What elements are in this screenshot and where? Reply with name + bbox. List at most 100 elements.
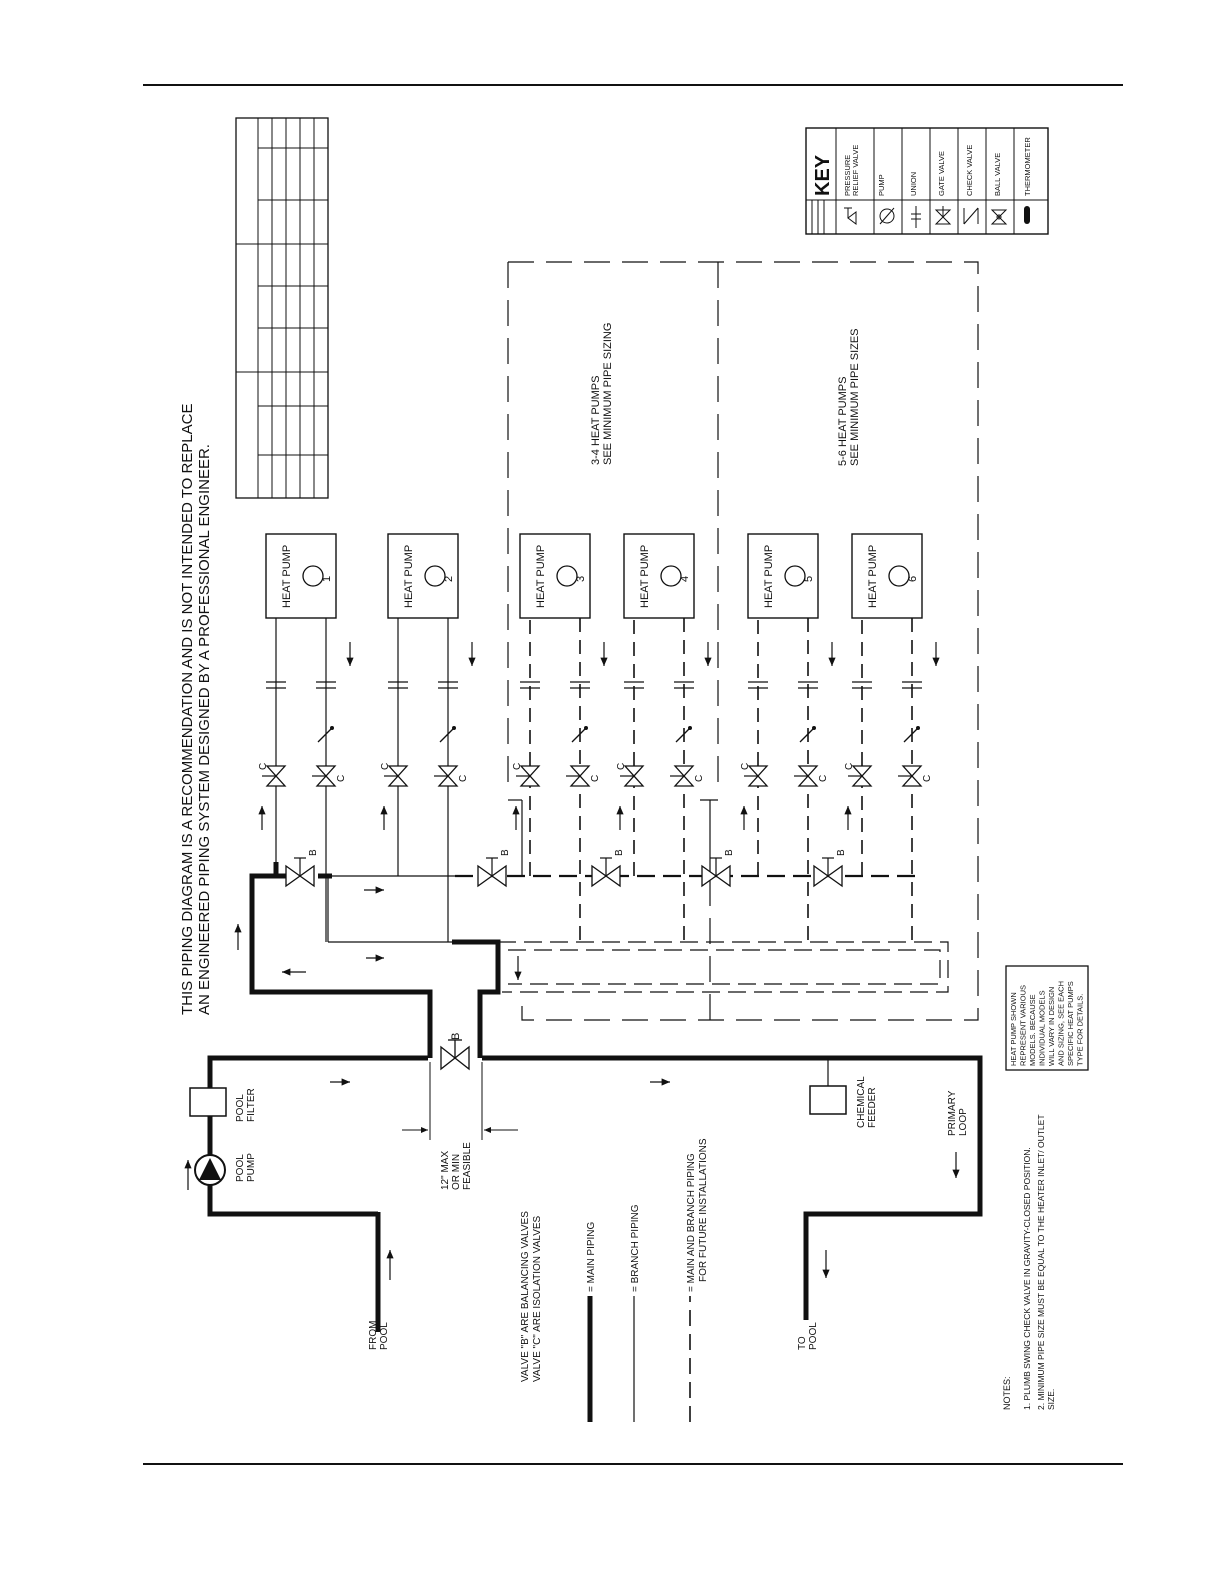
heat-pump-label: HEAT PUMP bbox=[763, 545, 775, 608]
valve-b-label: B bbox=[500, 849, 511, 856]
pool-pump-icon[interactable] bbox=[194, 1154, 226, 1186]
isolation-valve-c[interactable]: C bbox=[566, 765, 601, 787]
heat-pump-number: 6 bbox=[907, 576, 919, 582]
isolation-valve-c[interactable]: C bbox=[616, 763, 645, 787]
title-line-1: THIS PIPING DIAGRAM IS A RECOMMENDATION … bbox=[179, 404, 196, 1016]
svg-text:POOL: POOL bbox=[235, 1154, 246, 1182]
svg-text:CHECK VALVE: CHECK VALVE bbox=[965, 145, 974, 196]
bottom-rule bbox=[143, 1463, 1123, 1465]
spacing-dimension bbox=[402, 1062, 518, 1140]
branch-2: CC bbox=[380, 618, 476, 942]
key-label-4: GATE VALVE bbox=[937, 151, 946, 196]
balancing-valve-b-3[interactable]: B bbox=[591, 849, 625, 888]
svg-text:PRIMARY: PRIMARY bbox=[947, 1090, 958, 1136]
valve-c-label: C bbox=[380, 763, 391, 770]
svg-text:VALVE "C" ARE ISOLATION VALVES: VALVE "C" ARE ISOLATION VALVES bbox=[532, 1215, 543, 1382]
isolation-valve-c[interactable]: C bbox=[898, 765, 933, 787]
svg-text:UNION: UNION bbox=[909, 172, 918, 196]
valve-b-label: B bbox=[614, 849, 625, 856]
notes: NOTES: 1. PLUMB SWING CHECK VALVE IN GRA… bbox=[1002, 1114, 1056, 1410]
heat-pump-label: HEAT PUMP bbox=[867, 545, 879, 608]
balancing-valve-b-2[interactable]: B bbox=[477, 849, 511, 888]
valve-c-label: C bbox=[258, 763, 269, 770]
note-2: 2. MINIMUM PIPE SIZE MUST BE EQUAL TO TH… bbox=[1036, 1114, 1046, 1410]
balancing-valve-b-5[interactable]: B bbox=[813, 849, 847, 888]
svg-text:BALL VALVE: BALL VALVE bbox=[993, 153, 1002, 196]
flow-arrows bbox=[184, 886, 960, 1280]
future-piping-legend: = MAIN AND BRANCH PIPING FOR FUTURE INST… bbox=[686, 1138, 709, 1292]
secondary-headers bbox=[327, 799, 949, 993]
valve-c-label: C bbox=[616, 763, 627, 770]
balancing-valve-b-4[interactable]: B bbox=[701, 849, 735, 888]
note-box-line: AND SIZING, SEE EACH bbox=[1057, 981, 1066, 1066]
heat-pump-number: 4 bbox=[679, 576, 691, 582]
isolation-valve-c[interactable]: C bbox=[794, 765, 829, 787]
isolation-valve-c[interactable]: C bbox=[312, 765, 347, 787]
branch-piping-legend: = BRANCH PIPING bbox=[630, 1204, 641, 1292]
heat-pump-label: HEAT PUMP bbox=[535, 545, 547, 608]
isolation-valve-c[interactable]: C bbox=[670, 765, 705, 787]
heat-pump-number: 1 bbox=[321, 576, 333, 582]
svg-text:VALVE "B" ARE BALANCING VALVES: VALVE "B" ARE BALANCING VALVES bbox=[520, 1211, 531, 1382]
zone-56-label: 5-6 HEAT PUMPS SEE MINIMUM PIPE SIZES bbox=[837, 328, 861, 466]
svg-text:FEASIBLE: FEASIBLE bbox=[462, 1142, 473, 1190]
isolation-valve-c[interactable]: C bbox=[434, 765, 469, 787]
svg-text:POOL: POOL bbox=[235, 1094, 246, 1122]
valve-b-label: B bbox=[724, 849, 735, 856]
ball-valve-icon bbox=[990, 209, 1008, 225]
diagram-title: THIS PIPING DIAGRAM IS A RECOMMENDATION … bbox=[179, 404, 213, 1016]
note-box-line: HEAT PUMP SHOWN bbox=[1009, 992, 1018, 1066]
svg-text:FROM: FROM bbox=[368, 1321, 379, 1350]
chemical-feeder[interactable] bbox=[809, 1085, 847, 1115]
valve-c-label: C bbox=[590, 775, 601, 782]
svg-text:= MAIN AND BRANCH PIPING: = MAIN AND BRANCH PIPING bbox=[686, 1153, 697, 1292]
chemical-feeder-label: CHEMICAL FEEDER bbox=[856, 1076, 878, 1128]
note-box-line: REPRESENT VARIOUS bbox=[1019, 985, 1028, 1066]
svg-text:FILTER: FILTER bbox=[246, 1088, 257, 1122]
svg-text:TO: TO bbox=[797, 1336, 808, 1350]
branch-5: CC bbox=[740, 618, 836, 942]
pool-filter[interactable] bbox=[189, 1087, 227, 1117]
note-1: 1. PLUMB SWING CHECK VALVE IN GRAVITY-CL… bbox=[1022, 1147, 1032, 1410]
primary-loop-label: PRIMARY LOOP bbox=[947, 1090, 969, 1136]
isolation-valve-c[interactable]: C bbox=[258, 763, 287, 787]
valve-c-label: C bbox=[818, 775, 829, 782]
valve-c-label: C bbox=[512, 763, 523, 770]
key-label-7: THERMOMETER bbox=[1023, 137, 1032, 196]
note-box-line: MODELS. BECAUSE bbox=[1028, 994, 1037, 1066]
pump-icon bbox=[879, 207, 895, 225]
key-label-5: CHECK VALVE bbox=[965, 145, 974, 196]
zone-56-line-1: 5-6 HEAT PUMPS bbox=[837, 377, 849, 466]
pressure-relief-valve-icon bbox=[844, 207, 857, 225]
main-balancing-valve[interactable] bbox=[440, 1039, 470, 1071]
spacing-label: 12" MAX OR MIN FEASIBLE bbox=[440, 1142, 473, 1190]
note-box-line: SPECIFIC HEAT PUMPS bbox=[1066, 981, 1075, 1066]
branch-3: CC bbox=[512, 618, 608, 942]
isolation-valve-c[interactable]: C bbox=[380, 763, 409, 787]
main-valve-b-label: B bbox=[450, 1033, 462, 1040]
heat-pump-6[interactable]: HEAT PUMP 6 bbox=[851, 533, 923, 619]
note-box-line: INDIVIDUAL MODELS bbox=[1038, 990, 1047, 1066]
valve-c-label: C bbox=[458, 775, 469, 782]
isolation-valve-c[interactable]: C bbox=[512, 763, 541, 787]
svg-text:THERMOMETER: THERMOMETER bbox=[1023, 137, 1032, 196]
isolation-valve-c[interactable]: C bbox=[740, 763, 769, 787]
svg-text:FEEDER: FEEDER bbox=[867, 1087, 878, 1128]
isolation-valve-c[interactable]: C bbox=[844, 763, 873, 787]
balancing-valve-b-1[interactable]: B bbox=[285, 849, 319, 888]
zone-56-line-2: SEE MINIMUM PIPE SIZES bbox=[849, 328, 861, 466]
valve-b-label: B bbox=[308, 849, 319, 856]
valve-c-label: C bbox=[922, 775, 933, 782]
main-piping-legend: = MAIN PIPING bbox=[586, 1221, 597, 1292]
svg-text:12" MAX: 12" MAX bbox=[440, 1151, 451, 1190]
main-piping bbox=[207, 862, 983, 1332]
